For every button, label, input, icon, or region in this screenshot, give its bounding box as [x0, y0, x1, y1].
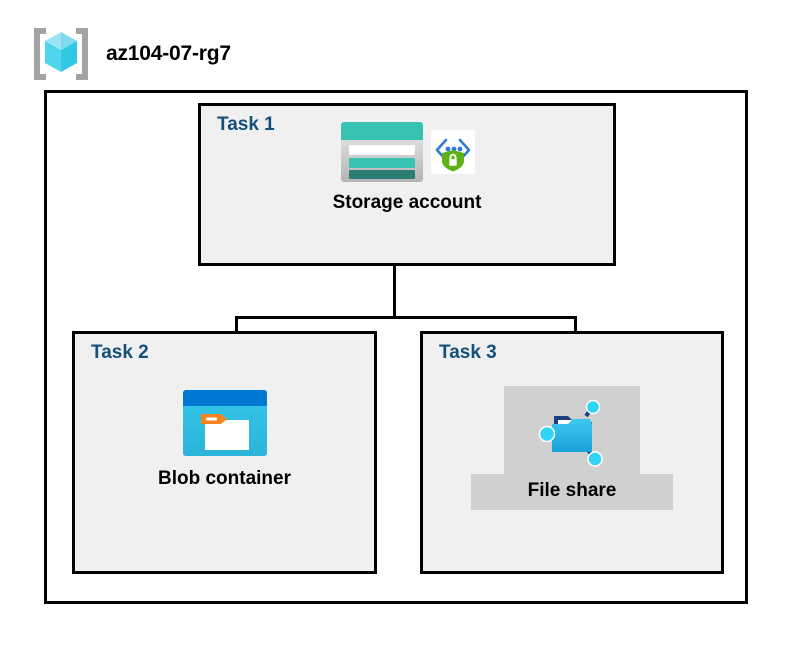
storage-account-icon	[341, 122, 423, 182]
file-share-icon-group	[504, 386, 640, 474]
storage-account-caption: Storage account	[332, 192, 482, 213]
resource-group-icon	[34, 28, 88, 80]
file-share-icon	[538, 399, 603, 467]
task-2-label: Task 2	[91, 342, 149, 363]
task-3-label: Task 3	[439, 342, 497, 363]
storage-account-icon-group	[339, 120, 475, 184]
blob-container-caption: Blob container	[157, 468, 291, 489]
resource-group-header: az104-07-rg7	[30, 24, 231, 84]
task-1-label: Task 1	[217, 114, 275, 135]
secure-encryption-icon	[431, 130, 475, 174]
blob-container-icon-group	[181, 388, 269, 460]
storage-account-node[interactable]: Storage account	[198, 120, 616, 215]
page-title: az104-07-rg7	[106, 42, 231, 65]
file-share-caption: File share	[470, 474, 674, 510]
blob-container-icon	[182, 390, 267, 456]
blob-container-node[interactable]: Blob container	[72, 388, 377, 491]
file-share-node[interactable]: File share	[420, 386, 724, 510]
connector-horizontal-bus	[235, 316, 577, 319]
connector-storage-stem	[393, 266, 396, 318]
